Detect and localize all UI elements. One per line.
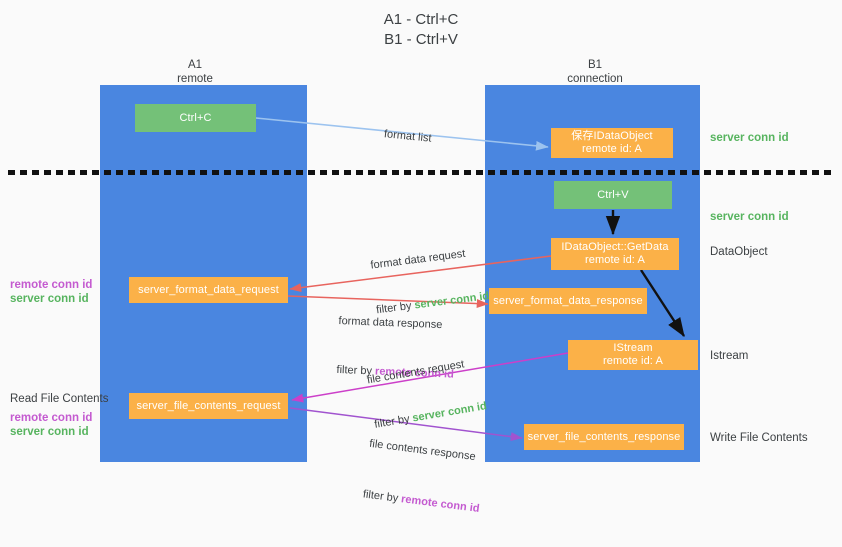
annotation-remote-conn-id-format: remote conn id: [10, 279, 93, 291]
annotation-remote-conn-id-file: remote conn id: [10, 412, 93, 424]
node-idataobject-getdata[interactable]: IDataObject::GetData remote id: A: [551, 238, 679, 270]
column-header-b1: B1 connection: [567, 59, 623, 85]
annotation-dataobject: DataObject: [710, 246, 768, 258]
node-ctrl-c[interactable]: Ctrl+C: [135, 104, 256, 132]
annotation-server-conn-id-second: server conn id: [710, 211, 789, 223]
node-server-file-contents-request[interactable]: server_file_contents_request: [129, 393, 288, 419]
annotation-server-conn-id-top: server conn id: [710, 132, 789, 144]
edge-label-file-contents-response-text: file contents response: [368, 437, 477, 464]
horizontal-divider: [8, 170, 834, 175]
edge-label-file-contents-response: file contents response filter by remote …: [358, 407, 490, 547]
annotation-server-conn-id-format: server conn id: [10, 293, 89, 305]
edge-label-format-list: format list: [370, 111, 434, 162]
annotation-server-conn-id-file: server conn id: [10, 426, 89, 438]
annotation-write-file-contents: Write File Contents: [710, 432, 808, 444]
edge-label-file-contents-request-text: file contents request: [366, 358, 466, 387]
page-title: A1 - Ctrl+C B1 - Ctrl+V: [383, 11, 459, 48]
node-server-file-contents-response[interactable]: server_file_contents_response: [524, 424, 684, 450]
node-server-format-data-response[interactable]: server_format_data_response: [489, 288, 647, 314]
node-istream[interactable]: IStream remote id: A: [568, 340, 698, 370]
node-ctrl-v[interactable]: Ctrl+V: [554, 181, 672, 209]
edge-label-format-data-response-text: format data response: [338, 314, 443, 332]
diagram-canvas: A1 - Ctrl+C B1 - Ctrl+V A1 remote B1 con…: [8, 11, 834, 515]
edge-label-file-contents-response-filter: remote conn id: [400, 493, 481, 515]
annotation-read-file-contents: Read File Contents: [10, 393, 109, 405]
node-server-format-data-request[interactable]: server_format_data_request: [129, 277, 288, 303]
edge-label-format-data-request-text: format data request: [369, 247, 467, 272]
annotation-istream: Istream: [710, 350, 749, 362]
edge-label-file-contents-response-prefix: filter by: [362, 488, 402, 506]
node-save-idataobject[interactable]: 保存IDataObject remote id: A: [551, 128, 673, 158]
column-header-a1: A1 remote: [177, 59, 213, 85]
edge-label-format-list-text: format list: [383, 128, 433, 145]
